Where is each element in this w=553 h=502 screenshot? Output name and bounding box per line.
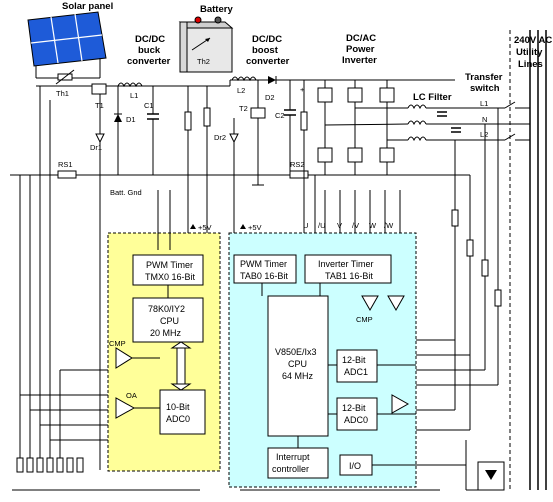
plus5v-left: +5V xyxy=(198,223,212,232)
io-label: I/O xyxy=(349,461,361,471)
cpu-78k0 xyxy=(132,297,204,343)
buck-title-3: converter xyxy=(127,56,171,67)
pwm-tab0-line2: TAB0 16-Bit xyxy=(240,271,288,281)
cpu-v850 xyxy=(267,295,329,437)
line-l1-label: L1 xyxy=(480,99,488,108)
adc0-left-line1: 10-Bit xyxy=(166,402,190,412)
line-l2-label: L2 xyxy=(480,130,488,139)
pwm-tmx0-line1: PWM Timer xyxy=(146,260,193,270)
pwm-tmx0-line2: TMX0 16-Bit xyxy=(145,272,196,282)
adc0-12bit xyxy=(336,397,378,431)
inverter-timer-tab1 xyxy=(304,254,392,284)
transfer-title-1: Transfer xyxy=(465,72,503,83)
inverter-title-2: Power xyxy=(346,44,375,55)
plus-sign: + xyxy=(300,85,305,94)
interrupt-controller xyxy=(267,447,329,479)
rs1-label: RS1 xyxy=(58,160,73,169)
cpu-right-line1: V850E/Ix3 xyxy=(275,347,317,357)
oa-label: OA xyxy=(126,391,137,400)
pwm-timer-tab0 xyxy=(233,254,297,284)
utility-title-1: 240V AC xyxy=(514,35,552,46)
pwm-tab0-line1: PWM Timer xyxy=(240,259,287,269)
adc0-right-line1: 12-Bit xyxy=(342,403,366,413)
battery-icon xyxy=(178,16,234,73)
battery-label: Battery xyxy=(200,4,233,15)
transfer-title-2: switch xyxy=(470,83,500,94)
l1-label: L1 xyxy=(130,91,138,100)
phase-u-bar: /U xyxy=(318,221,326,230)
pwm-timer-tmx0 xyxy=(132,254,204,286)
rs2-label: RS2 xyxy=(290,160,305,169)
c2-label: C2 xyxy=(275,111,285,120)
phase-u: U xyxy=(303,221,308,230)
solar-panel xyxy=(27,11,107,67)
dr2-label: Dr2 xyxy=(214,133,226,142)
bottom-resistors xyxy=(12,457,440,491)
adc1-line2: ADC1 xyxy=(344,367,368,377)
t1-label: T1 xyxy=(95,101,104,110)
lc-filter-label: LC Filter xyxy=(413,92,452,103)
solar-panel-label: Solar panel xyxy=(62,1,113,12)
batt-gnd-label: Batt. Gnd xyxy=(110,188,142,197)
interrupt-line1: Interrupt xyxy=(276,452,310,462)
t2-label: T2 xyxy=(239,104,248,113)
th2-label: Th2 xyxy=(197,57,210,66)
inverter-title-3: Inverter xyxy=(342,55,377,66)
c1-label: C1 xyxy=(144,101,154,110)
cpu-left-line2: CPU xyxy=(160,316,179,326)
buck-title-1: DC/DC xyxy=(135,34,165,45)
th1-label: Th1 xyxy=(56,89,69,98)
cmp-left-label: CMP xyxy=(109,339,126,348)
adc0-left-line2: ADC0 xyxy=(166,414,190,424)
plus5v-right: +5V xyxy=(248,223,262,232)
phase-w: W xyxy=(369,221,377,230)
adc1-12bit xyxy=(336,349,378,383)
cpu-right-line3: 64 MHz xyxy=(282,371,314,381)
cpu-left-line1: 78K0/IY2 xyxy=(148,304,185,314)
phase-v-bar: /V xyxy=(352,221,359,230)
boost-title-3: converter xyxy=(246,56,290,67)
adc0-right-line2: ADC0 xyxy=(344,415,368,425)
phase-w-bar: /W xyxy=(384,221,394,230)
inverter-bridge xyxy=(317,80,395,175)
line-n-label: N xyxy=(482,115,487,124)
boost-title-1: DC/DC xyxy=(252,34,282,45)
cpu-right-line2: CPU xyxy=(288,359,307,369)
adc0-10bit xyxy=(159,389,206,435)
phase-v: V xyxy=(337,221,342,230)
interrupt-line2: controller xyxy=(272,464,309,474)
adc1-line1: 12-Bit xyxy=(342,355,366,365)
cpu-left-line3: 20 MHz xyxy=(150,328,182,338)
inv-timer-line1: Inverter Timer xyxy=(318,259,374,269)
cmp-right-label: CMP xyxy=(356,315,373,324)
l2-label: L2 xyxy=(237,86,245,95)
boost-title-2: boost xyxy=(252,45,279,56)
d1-label: D1 xyxy=(126,115,136,124)
inv-timer-line2: TAB1 16-Bit xyxy=(325,271,373,281)
buck-title-2: buck xyxy=(138,45,161,56)
d2-label: D2 xyxy=(265,93,275,102)
dr1-label: Dr1 xyxy=(90,143,102,152)
inverter-title-1: DC/AC xyxy=(346,33,376,44)
